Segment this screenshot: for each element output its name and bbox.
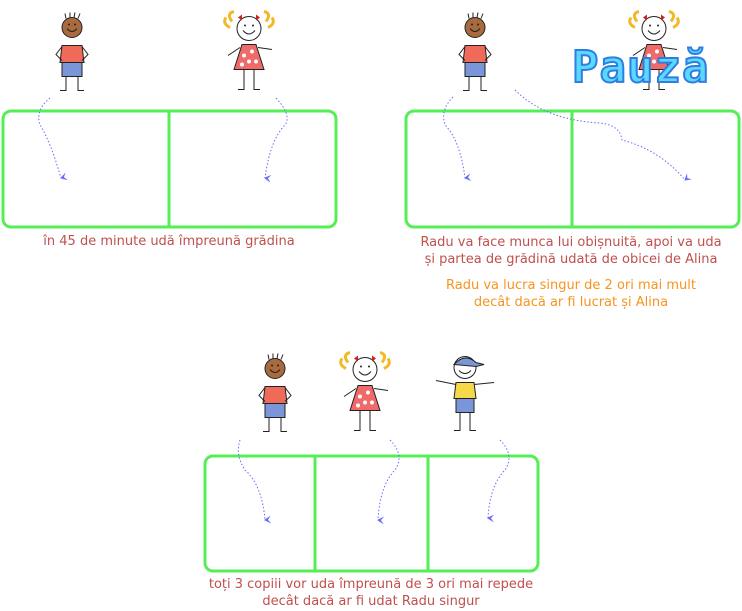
- garden-box: [203, 454, 540, 573]
- panel-2: [404, 9, 741, 229]
- panel-2-note-line-1: Radu va lucra singur de 2 ori mai mult: [446, 278, 696, 293]
- boy-radu-figure: [55, 11, 89, 92]
- arrow-girl: [377, 439, 400, 525]
- pause-badge: Pauză: [571, 41, 710, 94]
- panel-2-caption-line-2: și partea de grădină udată de obicei de …: [424, 252, 718, 267]
- arrow-girl: [264, 97, 288, 183]
- arrow-cap-boy: [487, 439, 510, 523]
- arrow-boy-left: [443, 96, 472, 182]
- panel-2-caption-line-1: Radu va face munca lui obișnuită, apoi v…: [420, 235, 722, 250]
- panel-1-caption: în 45 de minute udă împreună grădina: [43, 234, 295, 249]
- arrow-boy: [38, 97, 68, 181]
- cap-boy-figure: [435, 355, 495, 432]
- panel-3-caption-line-1: toți 3 copiii vor uda împreună de 3 ori …: [208, 577, 534, 592]
- girl-alina-figure: [222, 9, 276, 92]
- arrow-boy: [237, 439, 272, 524]
- arrow-boy-right: [514, 89, 693, 181]
- girl-alina-figure: [338, 350, 392, 433]
- boy-radu-figure: [258, 352, 292, 433]
- panel-2-note-line-2: decât dacă ar fi lucrat și Alina: [473, 295, 669, 310]
- panel-3-caption-line-2: decât dacă ar fi udat Radu singur: [262, 594, 480, 609]
- panel-3: [203, 350, 540, 573]
- panel-1: [1, 9, 338, 229]
- boy-radu-figure: [458, 11, 492, 92]
